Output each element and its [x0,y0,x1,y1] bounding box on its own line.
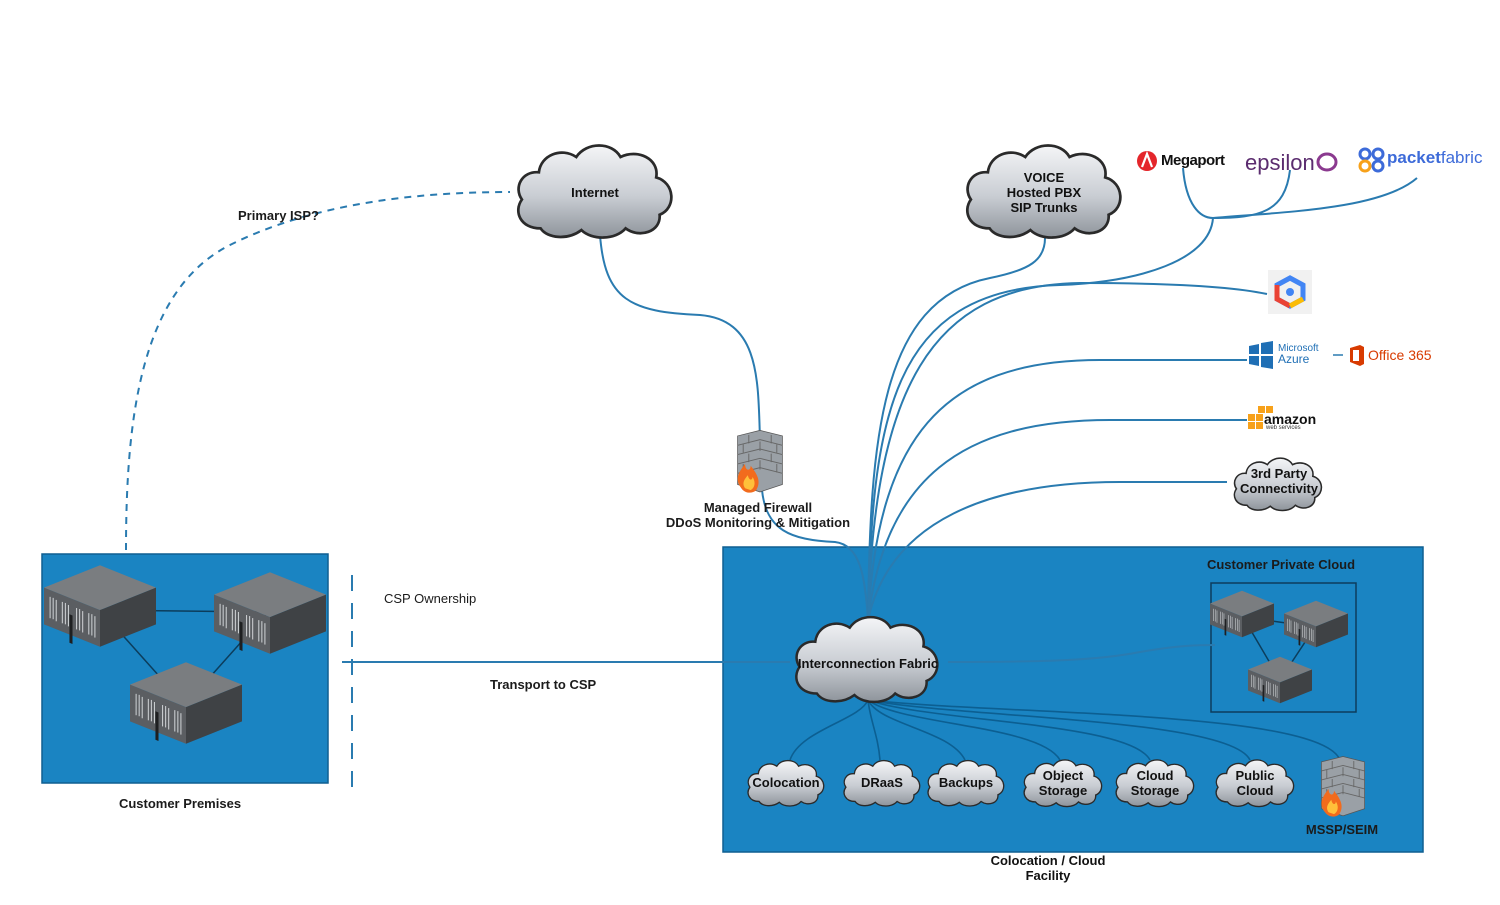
private-cloud-box [1210,582,1357,713]
azure-logo-text: Microsoft Azure [1278,343,1319,365]
firewall-icon [737,430,783,494]
carrier-link [867,217,1214,621]
customer-premises-label: Customer Premises [118,796,242,811]
internet-label: Internet [571,185,619,200]
aws-link [867,418,1247,621]
service-label-object-storage: Object Storage [1038,768,1088,798]
megaport-logo-text: Megaport [1161,152,1225,169]
office-icon [1350,345,1364,366]
voice-link [867,237,1046,621]
transport-label: Transport to CSP [490,677,597,692]
epsilon-icon [1316,152,1338,172]
managed-firewall-label: Managed Firewall [703,500,813,515]
primary-isp-label: Primary ISP? [238,208,319,223]
ddos-label: DDoS Monitoring & Mitigation [665,515,851,530]
service-label-draas: DRaaS [861,775,903,790]
firewall-icon [1320,756,1366,818]
megaport-icon [1137,150,1157,171]
voice-label: VOICE Hosted PBX SIP Trunks [1006,170,1082,215]
customer-private-cloud-label: Customer Private Cloud [1206,557,1356,572]
third-party-link [867,480,1227,621]
mssp-label: MSSP/SEIM [1305,822,1379,837]
epsilon-logo-text: epsilon [1245,150,1315,175]
office365-logo-text: Office 365 [1368,347,1432,363]
service-label-backups: Backups [938,775,994,790]
service-label-public-cloud: Public Cloud [1235,768,1275,798]
azure-logo-line-1: Microsoft [1278,343,1319,354]
private-cloud-link [947,644,1216,663]
colocation-facility-label: Colocation / Cloud Facility [990,853,1106,883]
third-party-label: 3rd Party Connectivity [1239,466,1318,496]
google-cloud-icon [1268,270,1312,314]
primary-isp-link [125,191,511,551]
packetfabric-logo-part-1: packet [1387,148,1441,167]
aws-logo-subtext: web services [1266,425,1301,431]
firewall-fabric-link [761,489,869,621]
packetfabric-logo-part-2: fabric [1440,148,1483,167]
azure-logo-line-2: Azure [1278,352,1310,366]
packetfabric-icon [1358,147,1385,173]
service-label-colocation: Colocation [752,775,820,790]
gcp-link [867,281,1268,621]
service-label-cloud-storage: Cloud Storage [1130,768,1180,798]
windows-azure-icon [1249,341,1273,369]
packetfabric-logo-text: packetfabric [1387,148,1482,168]
aws-icon [1248,406,1273,429]
azure-link [867,358,1247,621]
csp-ownership-label: CSP Ownership [384,591,477,606]
internet-link [599,234,761,441]
amazon-logo-text: amazon [1264,411,1317,427]
interconnection-fabric-label: Interconnection Fabric [797,656,939,671]
